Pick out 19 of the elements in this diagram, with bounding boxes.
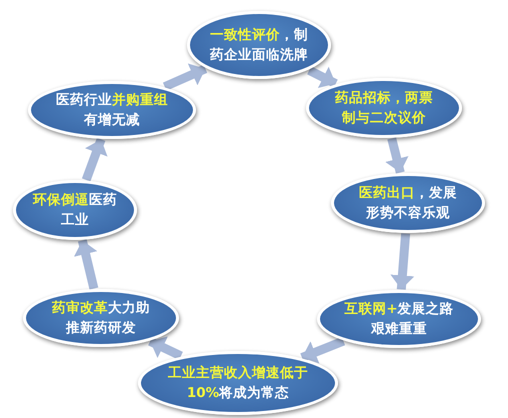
block-arrow bbox=[82, 138, 108, 182]
block-arrow bbox=[162, 63, 208, 91]
node-text: 药品招标，两票制与二次议价 bbox=[334, 88, 434, 128]
node-text: 环保倒逼医药工业 bbox=[33, 190, 117, 230]
node-text: 医药出口，发展形势不容乐观 bbox=[358, 184, 458, 223]
ellipse-node bbox=[187, 11, 331, 79]
block-arrow bbox=[390, 233, 414, 290]
block-arrow bbox=[74, 239, 98, 290]
node-text: 药审改革大力助推新药研发 bbox=[51, 298, 151, 338]
block-arrow bbox=[300, 336, 346, 364]
block-arrow bbox=[307, 66, 338, 88]
block-arrow bbox=[385, 137, 408, 174]
node-text: 工业主营收入增速低于10%将成为常态 bbox=[167, 364, 309, 403]
node-text: 一致性评价，制药企业面临洗牌 bbox=[209, 26, 309, 65]
node-text: 互联网+发展之路艰难重重 bbox=[343, 300, 455, 339]
block-arrow bbox=[148, 336, 183, 360]
ellipse-node bbox=[13, 180, 137, 240]
node-text: 医药行业并购重组有增无减 bbox=[56, 90, 168, 130]
ellipse-node bbox=[28, 81, 196, 139]
